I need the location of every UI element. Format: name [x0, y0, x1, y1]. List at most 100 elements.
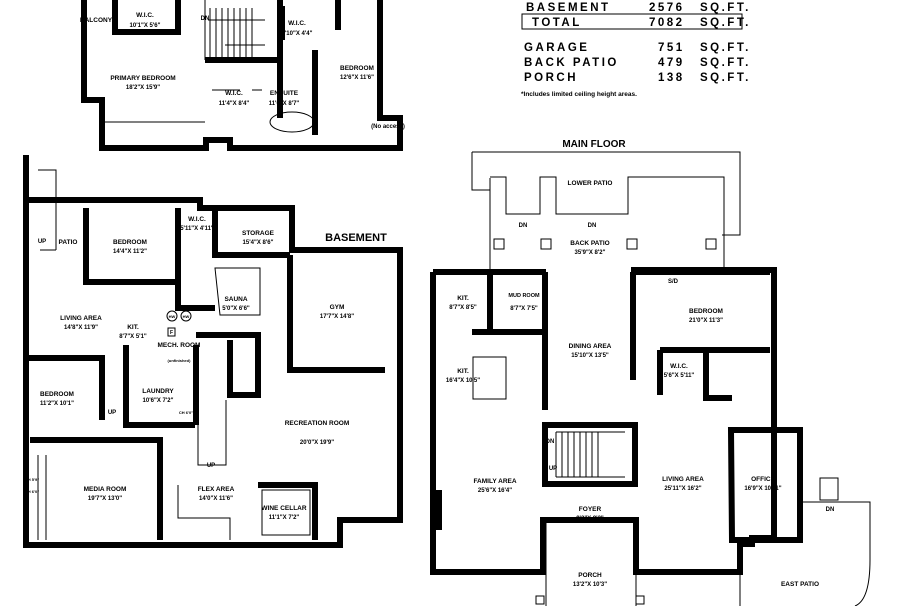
- room-label: FOYER: [579, 506, 602, 513]
- main-floor-plan: MAIN FLOOR LOWER PATIO BACK PATIO 35'9"X…: [430, 139, 871, 606]
- room-label: W.I.C.: [288, 20, 306, 27]
- room-label: RECREATION ROOM: [285, 420, 350, 427]
- area-note: *Includes limited ceiling height areas.: [521, 91, 637, 98]
- garage-label: GARAGE: [524, 42, 589, 54]
- room-dims: 25'11"X 16'2": [664, 486, 701, 492]
- upper-floor-plan: BALCONY W.I.C. 10'1"X 5'6" W.I.C. 4'10"X…: [80, 0, 405, 151]
- room-dims: 8'7"X 5'1": [119, 334, 147, 340]
- back-patio-unit: SQ.FT.: [700, 57, 751, 69]
- bathtub-icon: [269, 111, 315, 133]
- room-dims: 15'10"X 13'5": [571, 353, 609, 359]
- main-stairs: [555, 432, 599, 477]
- room-dims: 13'2"X 10'3": [573, 582, 607, 588]
- room-dims: 10'6"X 7'2": [143, 398, 174, 404]
- stair-label: UP: [38, 239, 46, 245]
- room-label: BALCONY: [80, 17, 113, 24]
- column-icon: [635, 595, 645, 605]
- room-dims: 5'6"X 5'11": [664, 373, 695, 379]
- water-heater-label: HW: [183, 314, 190, 319]
- kitchen-island: [472, 356, 507, 400]
- room-dims: 19'7"X 13'0": [88, 496, 122, 502]
- room-dims: 11'0"X 8'7": [269, 101, 300, 107]
- room-label: BEDROOM: [40, 391, 74, 398]
- stair-label: UP: [207, 463, 215, 469]
- ceiling-height-label: CH 6'0": [25, 489, 39, 494]
- main-floor-title: MAIN FLOOR: [562, 139, 626, 150]
- column-icon: [535, 595, 545, 605]
- sliding-door-label: S/D: [668, 279, 679, 285]
- room-label: DINING AREA: [569, 343, 612, 350]
- room-label: FAMILY AREA: [473, 478, 516, 485]
- furnace-label: F: [170, 330, 173, 336]
- stair-label: UP: [549, 466, 557, 472]
- room-dims: 16'9"X 10'11": [744, 486, 781, 492]
- ceiling-height-label: CH 6'0": [179, 410, 193, 415]
- room-label: OFFICE: [751, 476, 775, 483]
- stair-label: DN: [201, 16, 210, 22]
- column-icon: [493, 238, 505, 250]
- room-dims: 25'6"X 16'4": [478, 488, 512, 494]
- room-dims: 35'9"X 8'2": [575, 250, 606, 256]
- garage-unit: SQ.FT.: [700, 42, 751, 54]
- room-label: MECH. ROOM: [158, 342, 201, 349]
- room-label: WINE CELLAR: [261, 505, 306, 512]
- column-icon: [540, 238, 552, 250]
- garage-value: 751: [658, 42, 685, 54]
- room-label: SAUNA: [224, 296, 247, 303]
- room-label: KIT.: [457, 368, 469, 375]
- water-heater-icon: [166, 310, 178, 322]
- room-dims: 10'1"X 5'6": [130, 23, 161, 29]
- basement-area-unit: SQ.FT.: [700, 2, 751, 14]
- total-label: TOTAL: [532, 17, 582, 29]
- room-label: BACK PATIO: [570, 240, 609, 247]
- room-dims: (unfinished): [168, 358, 192, 363]
- room-label: W.I.C.: [188, 216, 206, 223]
- column-icon: [705, 238, 717, 250]
- total-box: [521, 13, 743, 30]
- basement-area-value: 2576: [649, 2, 685, 14]
- room-label: W.I.C.: [670, 363, 688, 370]
- room-dims: 14'8"X 11'9": [64, 325, 98, 331]
- room-dims: 8'7"X 7'5": [510, 306, 538, 312]
- room-label: FLEX AREA: [198, 486, 235, 493]
- room-label: W.I.C.: [225, 90, 243, 97]
- room-dims: 21'0"X 11'3": [689, 318, 723, 324]
- porch-unit: SQ.FT.: [700, 72, 751, 84]
- room-label: LOWER PATIO: [568, 180, 613, 187]
- stair-label: DN: [546, 439, 555, 445]
- room-dims: 5'11"X 4'11": [180, 226, 214, 232]
- exterior-steps: [819, 477, 839, 501]
- stair-label: DN: [826, 507, 835, 513]
- room-dims: 20'0"X 19'9": [300, 440, 334, 446]
- back-patio-value: 479: [658, 57, 685, 69]
- ceiling-height-label: CH 5'9": [25, 477, 39, 482]
- room-dims: 15'4"X 8'6": [243, 240, 274, 246]
- upper-stairs: [209, 8, 253, 58]
- room-label: KIT.: [457, 295, 469, 302]
- room-dims: 17'7"X 14'8": [320, 314, 354, 320]
- room-label: (No access): [371, 124, 405, 130]
- area-table: BASEMENT 2576 SQ.FT. TOTAL 7082 SQ.FT. G…: [521, 2, 751, 98]
- total-value: 7082: [649, 17, 685, 29]
- room-label: LIVING AREA: [60, 315, 102, 322]
- room-label: W.I.C.: [136, 12, 154, 19]
- room-dims: 8'7"X 8'5": [449, 305, 477, 311]
- room-label: BEDROOM: [689, 308, 723, 315]
- stair-label: UP: [108, 410, 116, 416]
- stair-label: DN: [519, 223, 528, 229]
- room-dims: 11'4"X 8'4": [219, 101, 250, 107]
- room-label: BEDROOM: [113, 239, 147, 246]
- room-label: EAST PATIO: [781, 581, 819, 588]
- room-dims: 18'2"X 15'9": [126, 85, 160, 91]
- room-label: LAUNDRY: [142, 388, 174, 395]
- room-label: STORAGE: [242, 230, 275, 237]
- basement-title: BASEMENT: [325, 232, 387, 244]
- room-dims: 14'4"X 11'2": [113, 249, 147, 255]
- water-heater-icon: [180, 310, 192, 322]
- column-icon: [626, 238, 638, 250]
- fireplace-icon: [430, 490, 442, 530]
- room-dims: 9'2"X 9'2": [576, 516, 604, 522]
- room-label: BEDROOM: [340, 65, 374, 72]
- room-dims: 11'1"X 7'2": [269, 515, 300, 521]
- room-label: ENSUITE: [270, 90, 299, 97]
